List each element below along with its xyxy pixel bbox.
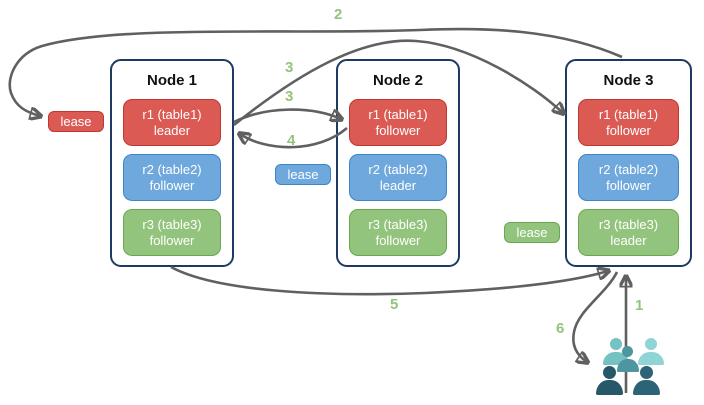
- node-3: Node 3 r1 (table1) follower r2 (table2) …: [565, 59, 692, 267]
- person-figure: [638, 352, 664, 365]
- replica-name: r3 (table3): [142, 216, 202, 232]
- person-figure: [645, 338, 657, 350]
- replica-role: follower: [149, 177, 195, 193]
- step-label-3-upper: 3: [285, 59, 294, 76]
- node-2-replica-r3: r3 (table3) follower: [349, 209, 447, 256]
- person-figure: [603, 366, 616, 379]
- node-2: Node 2 r1 (table1) follower r2 (table2) …: [336, 59, 460, 267]
- replica-role: follower: [606, 122, 651, 138]
- node-3-replica-r1: r1 (table1) follower: [578, 99, 679, 146]
- person-figure: [610, 338, 622, 350]
- replica-name: r2 (table2): [368, 161, 428, 177]
- replica-name: r2 (table2): [598, 161, 659, 177]
- replica-role: follower: [375, 122, 421, 138]
- node-2-replica-r2: r2 (table2) leader: [349, 154, 447, 201]
- node-3-title: Node 3: [603, 71, 654, 89]
- step-label-4: 4: [287, 132, 296, 149]
- replica-name: r1 (table1): [142, 106, 202, 122]
- node-3-replica-r3: r3 (table3) leader: [578, 209, 679, 256]
- replica-name: r1 (table1): [598, 106, 659, 122]
- node-3-replica-r2: r2 (table2) follower: [578, 154, 679, 201]
- node-2-replica-r1: r1 (table1) follower: [349, 99, 447, 146]
- lease-badge-table1: lease: [48, 111, 104, 132]
- step-label-2: 2: [334, 6, 343, 23]
- replica-role: leader: [610, 232, 647, 248]
- replica-name: r3 (table3): [368, 216, 428, 232]
- person-figure: [596, 380, 623, 395]
- lease-badge-table3: lease: [504, 222, 560, 243]
- replica-name: r3 (table3): [598, 216, 659, 232]
- replica-role: leader: [379, 177, 417, 193]
- replica-role: leader: [153, 122, 191, 138]
- arrow-step-3-node1-to-node2: [233, 108, 341, 124]
- node-1-replica-r1: r1 (table1) leader: [123, 99, 221, 146]
- step-label-6: 6: [556, 320, 565, 337]
- person-figure: [640, 366, 653, 379]
- users-group-icon: [595, 335, 665, 395]
- step-label-1: 1: [635, 297, 644, 314]
- replica-name: r2 (table2): [142, 161, 202, 177]
- replica-role: follower: [149, 232, 195, 248]
- node-1-title: Node 1: [146, 71, 197, 89]
- replica-name: r1 (table1): [368, 106, 428, 122]
- person-figure: [622, 346, 633, 357]
- node-1-replica-r2: r2 (table2) follower: [123, 154, 221, 201]
- node-2-title: Node 2: [372, 71, 423, 89]
- step-label-5: 5: [390, 296, 399, 313]
- person-figure: [617, 359, 639, 372]
- arrow-step-2-node3-to-lease: [8, 27, 623, 116]
- node-1-replica-r3: r3 (table3) follower: [123, 209, 221, 256]
- replica-role: follower: [375, 232, 421, 248]
- lease-badge-table2: lease: [275, 164, 331, 185]
- step-label-3-lower: 3: [285, 88, 294, 105]
- arrow-step-5-node1-to-node3: [170, 267, 608, 296]
- person-figure: [633, 380, 660, 395]
- node-1: Node 1 r1 (table1) leader r2 (table2) fo…: [110, 59, 234, 267]
- replica-role: follower: [606, 177, 651, 193]
